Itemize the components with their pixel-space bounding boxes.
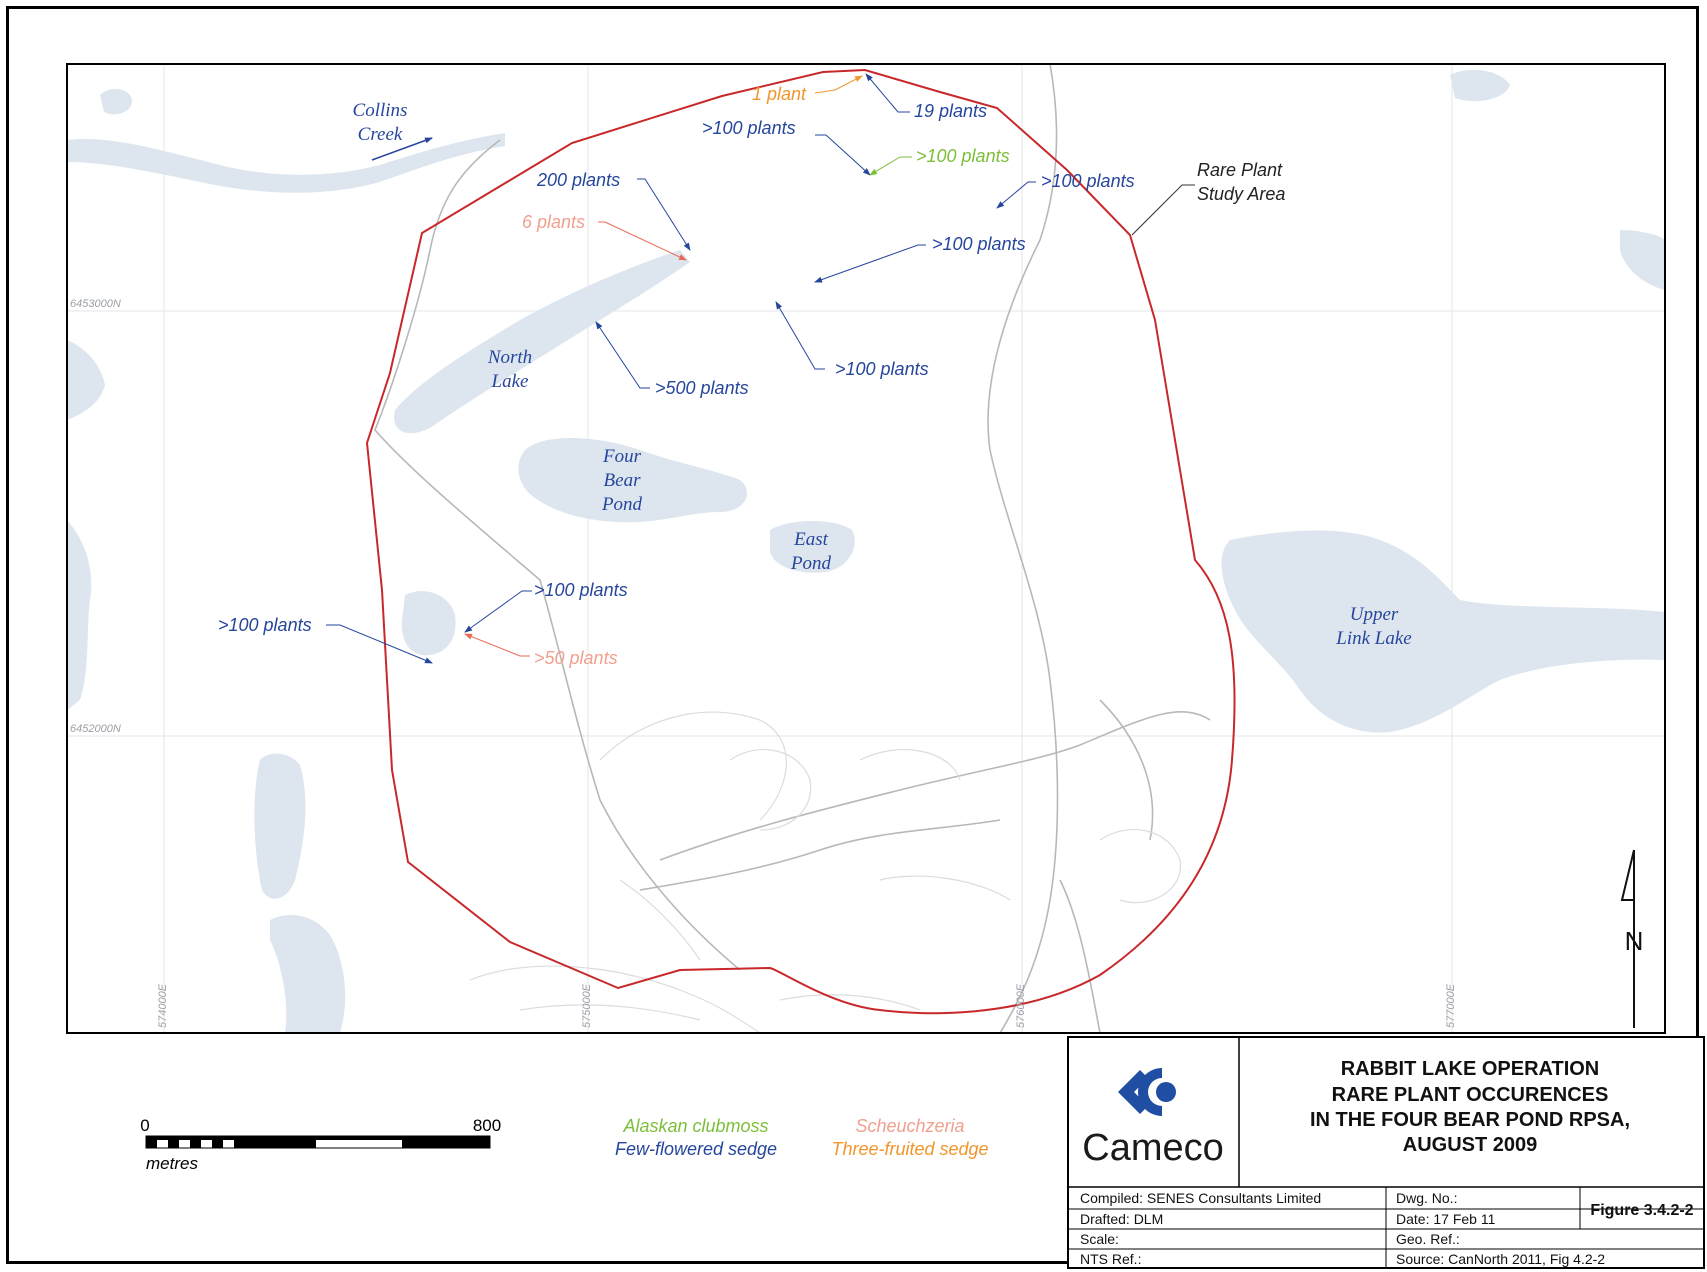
- four-bear-pond: [518, 437, 748, 523]
- water-labels: Collins Creek North Lake Four Bear Pond …: [353, 100, 1412, 649]
- title-line-2: RARE PLANT OCCURENCES: [1332, 1084, 1609, 1106]
- scale-bar: 0 800 metres: [140, 1116, 501, 1173]
- occurrence-label: 1 plant: [752, 84, 807, 104]
- study-area-label-line2: Study Area: [1197, 184, 1285, 204]
- grid-labels: 6453000N 6452000N 574000E 575000E 576000…: [70, 298, 1457, 1028]
- legend-few-flowered-sedge: Few-flowered sedge: [615, 1139, 777, 1159]
- occurrence-labels: 1 plant 19 plants >100 plants >100 plant…: [218, 84, 1135, 668]
- grid-lines: [67, 64, 1665, 1033]
- occurrence-label: >100 plants: [534, 580, 628, 600]
- ne-pond: [1450, 69, 1510, 102]
- occurrence-label: >100 plants: [916, 146, 1010, 166]
- study-area-label-line1: Rare Plant: [1197, 160, 1283, 180]
- scale-unit: metres: [146, 1154, 198, 1173]
- compiled-by: Compiled: SENES Consultants Limited: [1080, 1190, 1321, 1206]
- label-creek: Creek: [358, 124, 403, 145]
- nw-pond: [100, 88, 133, 115]
- title-line-3: IN THE FOUR BEAR POND RPSA,: [1310, 1109, 1630, 1131]
- upper-link-lake: [1221, 530, 1665, 733]
- occurrence-label: 200 plants: [536, 170, 620, 190]
- drawing-date: Date: 17 Feb 11: [1396, 1211, 1496, 1227]
- label-link-lake: Link Lake: [1335, 628, 1411, 649]
- east-pond: [770, 521, 855, 573]
- grid-label-576000e: 576000E: [1015, 983, 1027, 1028]
- study-area-label: Rare Plant Study Area: [1197, 160, 1285, 204]
- geo-ref: Geo. Ref.:: [1396, 1231, 1460, 1247]
- label-east-pond: Pond: [790, 553, 832, 574]
- label-bear: Bear: [604, 470, 642, 491]
- north-letter: N: [1625, 926, 1644, 956]
- drafted-by: Drafted: DLM: [1080, 1211, 1163, 1227]
- collins-creek: [67, 133, 505, 193]
- w-shore: [67, 340, 105, 420]
- source-ref: Source: CanNorth 2011, Fig 4.2-2: [1396, 1251, 1605, 1267]
- legend-three-fruited-sedge: Three-fruited sedge: [831, 1139, 988, 1159]
- sw-lake-2: [270, 915, 346, 1033]
- label-pond: Pond: [601, 494, 643, 515]
- grid-label-575000e: 575000E: [581, 983, 593, 1028]
- occurrence-label: >50 plants: [534, 648, 618, 668]
- label-collins: Collins: [353, 100, 408, 121]
- title-line-1: RABBIT LAKE OPERATION: [1341, 1058, 1600, 1080]
- grid-label-574000e: 574000E: [157, 983, 169, 1028]
- north-arrow-icon: N: [1620, 849, 1644, 1028]
- label-four: Four: [602, 446, 642, 467]
- north-lake: [394, 250, 690, 434]
- cameco-logo-icon: [1118, 1068, 1176, 1116]
- label-north: North: [487, 347, 532, 368]
- scale-field: Scale:: [1080, 1231, 1119, 1247]
- water-bodies: [67, 69, 1665, 1033]
- occurrence-label: >100 plants: [932, 234, 1026, 254]
- map-frame: [66, 63, 1666, 1034]
- occurrence-label: >100 plants: [702, 118, 796, 138]
- occurrence-label: >100 plants: [835, 359, 929, 379]
- small-pond-west: [401, 591, 456, 656]
- occurrence-label: >100 plants: [1041, 171, 1135, 191]
- study-area-boundary: [365, 68, 1236, 1015]
- flow-arrow-icon: [371, 137, 433, 161]
- sw-lake-1: [254, 753, 306, 899]
- grid-label-6452000n: 6452000N: [70, 723, 121, 735]
- occurrence-label: >100 plants: [218, 615, 312, 635]
- map-panel: [67, 64, 1665, 1033]
- legend: Alaskan clubmoss Few-flowered sedge Sche…: [615, 1116, 989, 1159]
- label-east: East: [793, 529, 829, 550]
- title-block: Cameco RABBIT LAKE OPERATION RARE PLANT …: [1067, 1036, 1705, 1269]
- company-name: Cameco: [1082, 1127, 1224, 1169]
- western-lake: [67, 520, 92, 710]
- grid-label-577000e: 577000E: [1445, 983, 1457, 1028]
- label-upper: Upper: [1350, 604, 1399, 625]
- dwg-no: Dwg. No.:: [1396, 1190, 1457, 1206]
- title-line-4: AUGUST 2009: [1403, 1134, 1538, 1156]
- nts-ref: NTS Ref.:: [1080, 1251, 1141, 1267]
- e-shore: [1620, 230, 1665, 290]
- legend-scheuchzeria: Scheuchzeria: [855, 1116, 964, 1136]
- grid-label-6453000n: 6453000N: [70, 298, 121, 310]
- scale-max: 800: [473, 1116, 501, 1135]
- label-lake: Lake: [491, 371, 529, 392]
- site-features: [469, 711, 1182, 1033]
- legend-alaskan-clubmoss: Alaskan clubmoss: [622, 1116, 768, 1136]
- occurrence-label: >500 plants: [655, 378, 749, 398]
- figure-number: Figure 3.4.2-2: [1590, 1202, 1693, 1219]
- scale-min: 0: [140, 1116, 149, 1135]
- roads: [374, 64, 1211, 1033]
- occurrence-label: 19 plants: [914, 101, 987, 121]
- occurrence-leaders: [326, 73, 1195, 664]
- sheet-border: [6, 6, 1699, 1264]
- occurrence-label: 6 plants: [522, 212, 585, 232]
